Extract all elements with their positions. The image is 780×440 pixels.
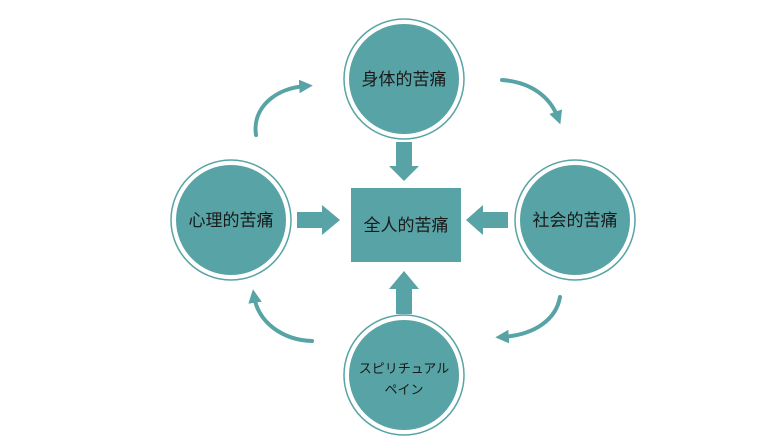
node-social-pain-label: 社会的苦痛 (533, 211, 618, 231)
node-spiritual-pain-label-line1: スピリチュアル (359, 362, 450, 377)
node-spiritual-pain-label-line2: ペイン (384, 383, 423, 398)
node-social-pain: 社会的苦痛 (514, 159, 636, 281)
curved-arrow-bottom-to-left (248, 289, 314, 343)
node-spiritual-pain: スピリチュアル ペイン (343, 314, 465, 436)
node-physical-pain-label: 身体的苦痛 (362, 70, 447, 90)
arrow-right-to-center (466, 205, 508, 235)
node-psychological-pain-label: 心理的苦痛 (189, 211, 274, 231)
curved-arrow-right-to-bottom (495, 295, 562, 344)
arrow-left-to-center (297, 205, 340, 235)
curved-arrow-left-to-top (253, 79, 313, 137)
arrow-top-to-center (389, 142, 419, 181)
arrow-bottom-to-center (389, 271, 419, 314)
node-physical-pain: 身体的苦痛 (343, 18, 465, 140)
node-psychological-pain: 心理的苦痛 (170, 159, 292, 281)
center-node: 全人的苦痛 (351, 188, 461, 262)
curved-arrow-top-to-right (500, 78, 563, 125)
center-node-label: 全人的苦痛 (364, 216, 449, 236)
